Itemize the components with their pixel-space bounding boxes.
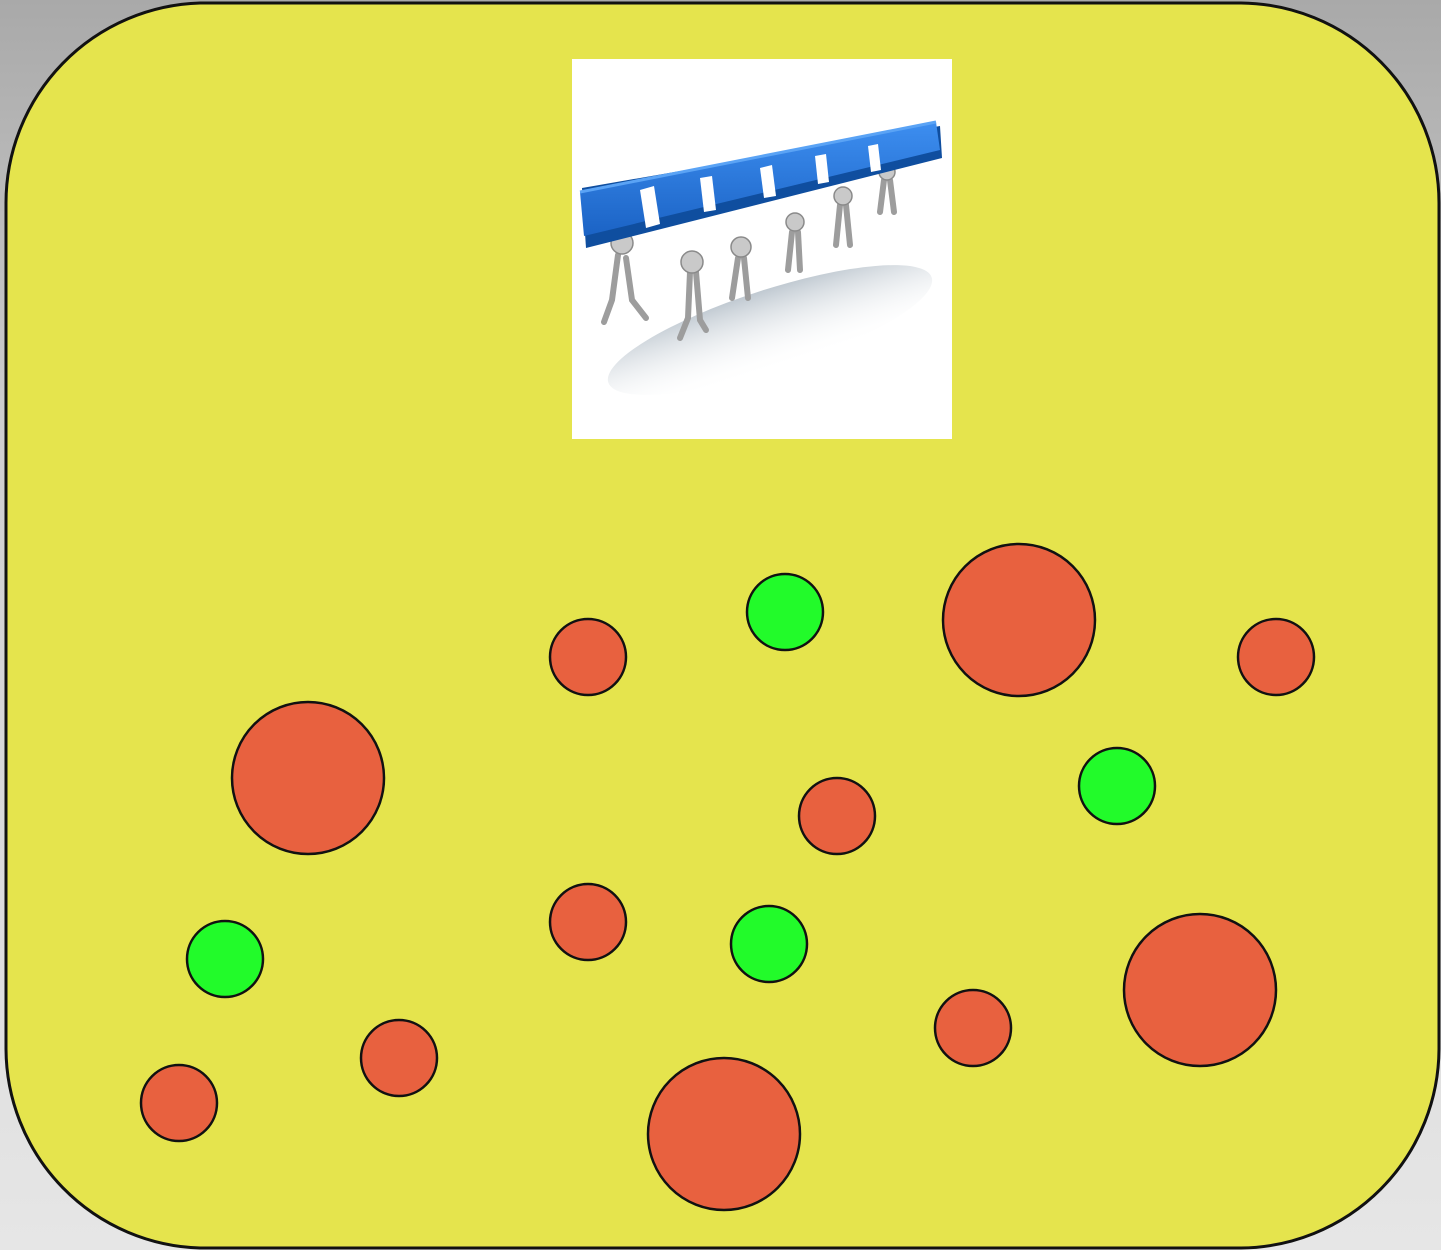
red-node-7 <box>935 990 1011 1066</box>
red-node-9 <box>361 1020 437 1096</box>
red-node-3 <box>1238 619 1314 695</box>
www-illustration <box>572 59 952 439</box>
green-node-1 <box>747 574 823 650</box>
green-node-3 <box>187 921 263 997</box>
green-node-2 <box>1079 748 1155 824</box>
red-node-2 <box>943 544 1095 696</box>
red-node-1 <box>550 619 626 695</box>
red-node-11 <box>648 1058 800 1210</box>
red-node-8 <box>1124 914 1276 1066</box>
red-node-4 <box>232 702 384 854</box>
red-node-6 <box>550 884 626 960</box>
red-node-10 <box>141 1065 217 1141</box>
red-node-5 <box>799 778 875 854</box>
green-node-4 <box>731 906 807 982</box>
